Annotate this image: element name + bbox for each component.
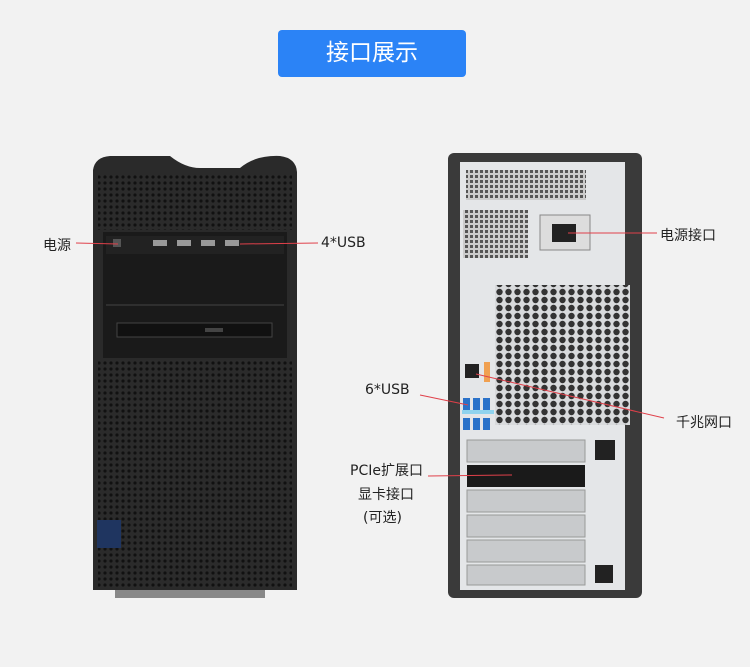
front-tower: [93, 155, 297, 598]
label-gpu: 显卡接口: [358, 487, 414, 503]
label-rear-power: 电源接口: [660, 228, 716, 244]
label-front-usb: 4*USB: [321, 235, 366, 251]
label-front-power: 电源: [43, 238, 71, 254]
label-rear-lan: 千兆网口: [676, 415, 732, 431]
leader-lines: [75, 232, 665, 477]
label-optional: (可选): [363, 510, 402, 526]
section-title: 接口展示: [278, 30, 466, 77]
label-rear-usb: 6*USB: [365, 382, 410, 398]
label-pcie: PCIe扩展口: [350, 463, 423, 479]
rear-tower: [448, 153, 642, 598]
